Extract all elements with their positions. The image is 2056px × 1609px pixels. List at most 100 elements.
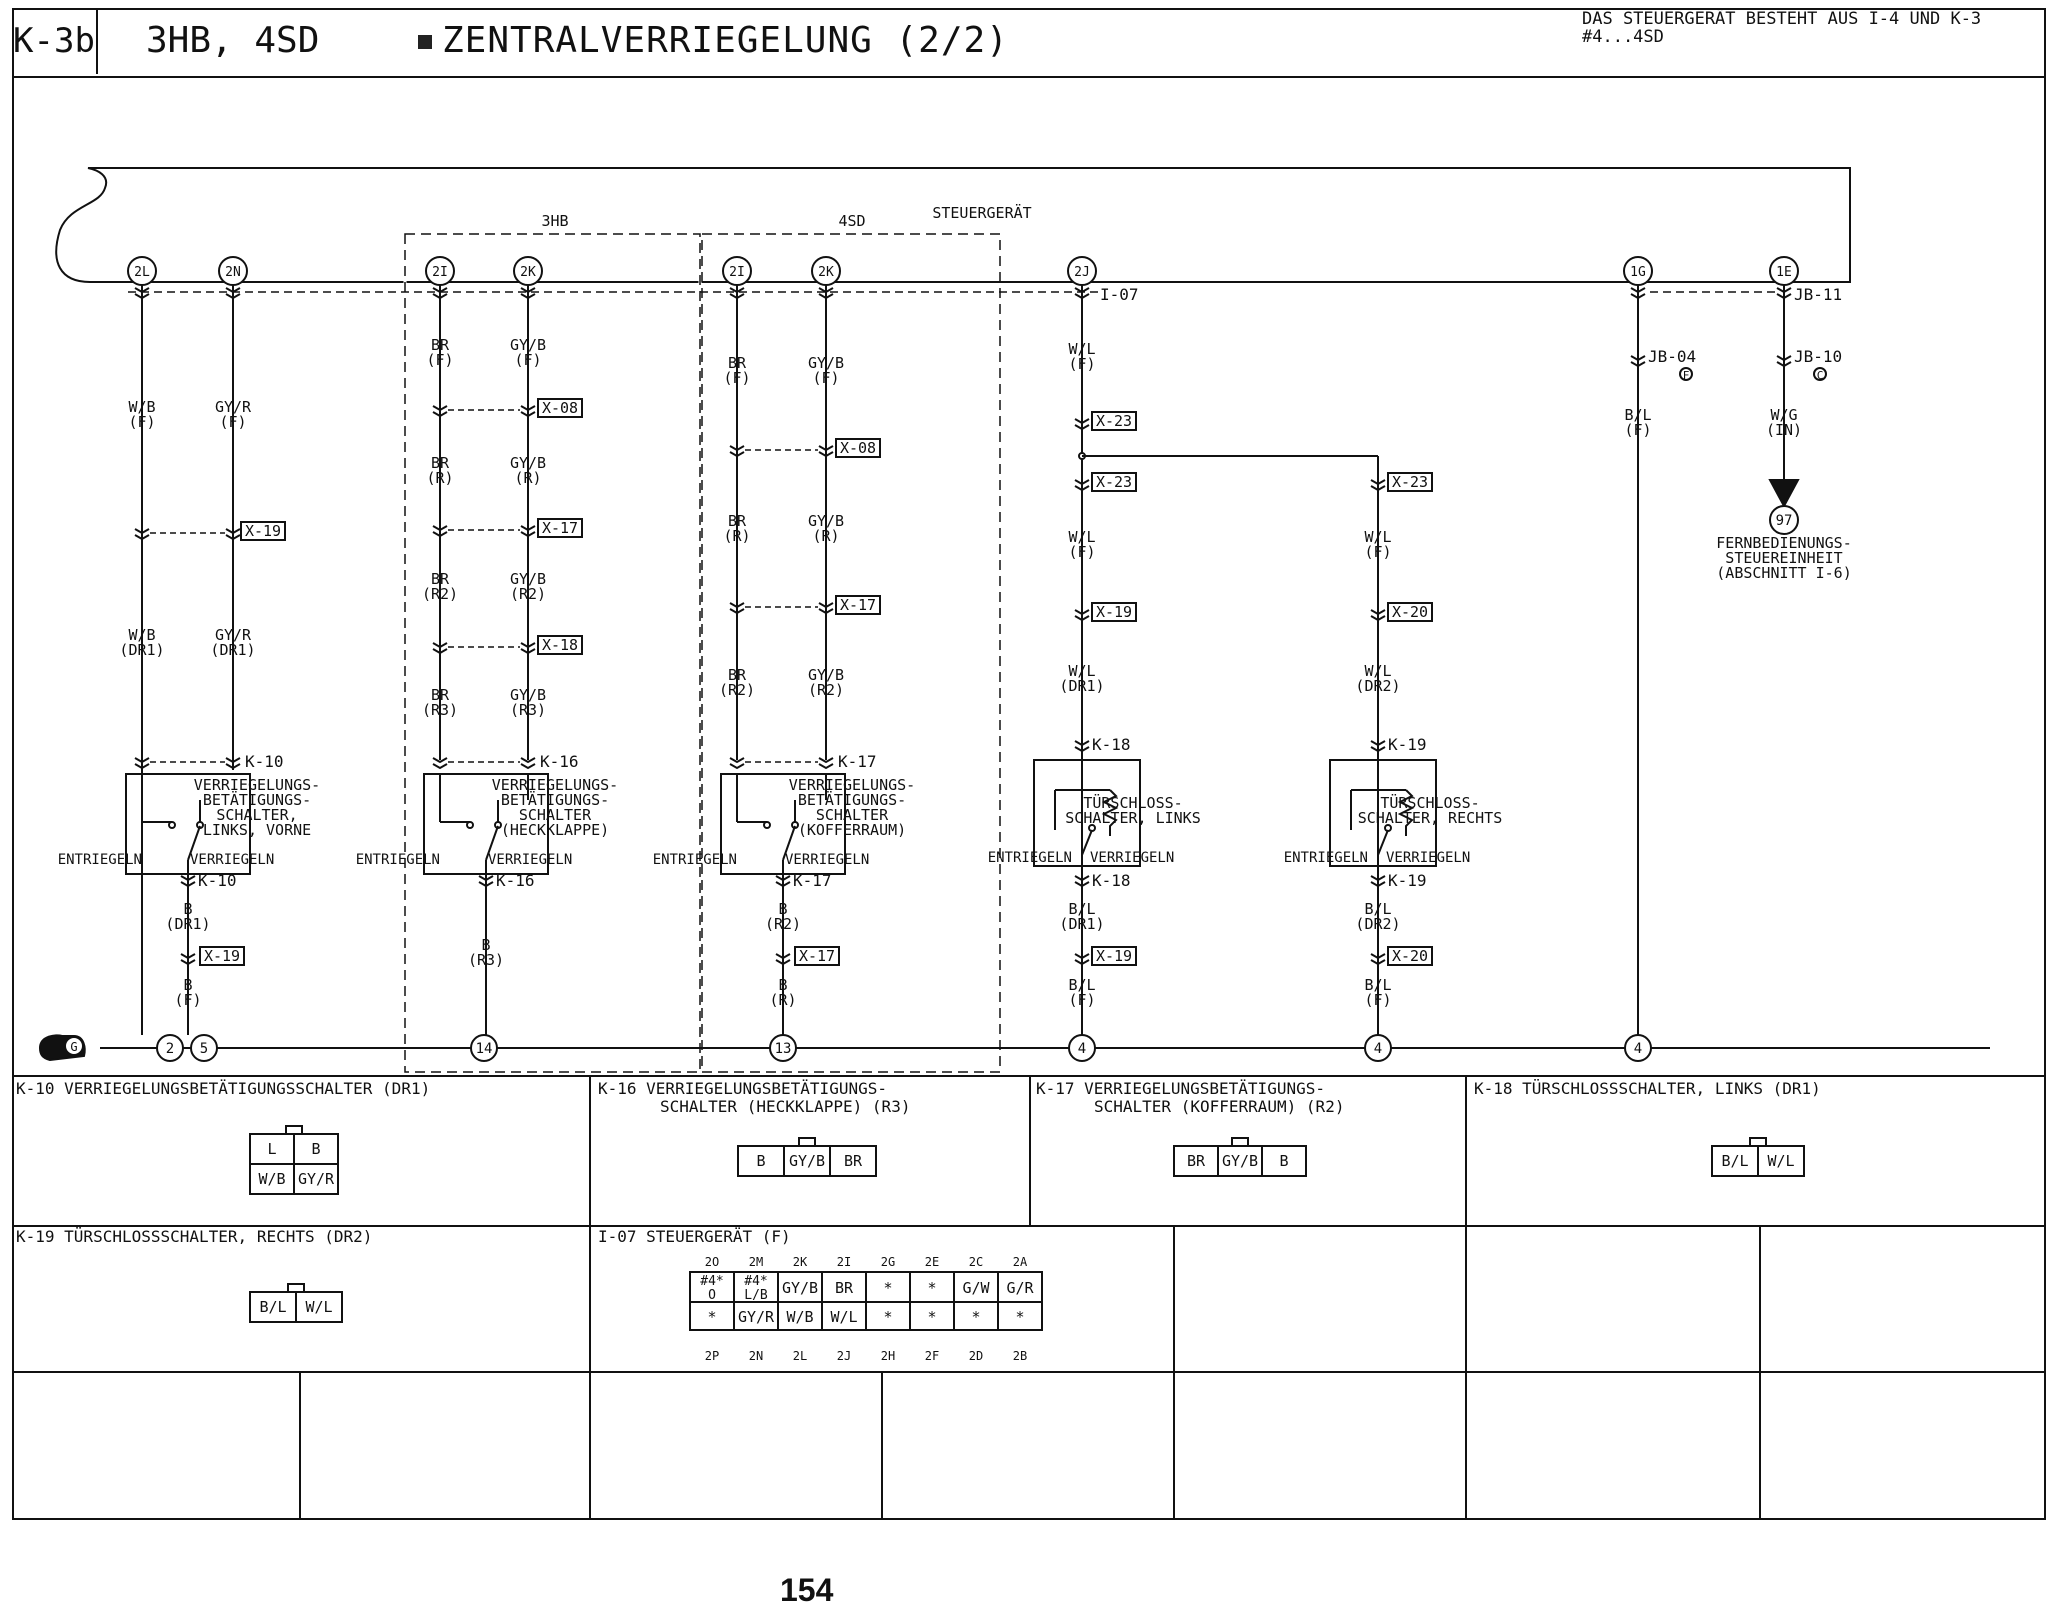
connector-tag (1091, 472, 1137, 492)
contact (763, 821, 771, 829)
wire-label: GY/R (215, 398, 252, 416)
wire-label: (F) (426, 351, 453, 369)
wire-label: B/L (1068, 976, 1095, 994)
i07-table-title: I-07 STEUERGERÄT (F) (598, 1227, 791, 1246)
k16-connector-latch (798, 1137, 816, 1147)
jb10-label: JB-10 (1794, 347, 1842, 366)
wire-label: BETÄTIGUNGS- (798, 790, 906, 809)
wire-label: GY/R (215, 626, 252, 644)
ground-node-4 (1068, 1034, 1096, 1062)
lock-label: VERRIEGELN (190, 852, 274, 868)
wire-label: BETÄTIGUNGS- (203, 790, 311, 809)
wire-label: (DR1) (1059, 915, 1104, 933)
wire-label: (DR1) (1059, 677, 1104, 695)
wire-label: B (183, 976, 192, 994)
wire-label: BETÄTIGUNGS- (501, 790, 609, 809)
unlock-label: ENTRIEGELN (988, 850, 1072, 866)
connector-mark (1074, 875, 1090, 888)
connector-mark (134, 287, 150, 300)
k16-table-title2: SCHALTER (HECKKLAPPE) (R3) (660, 1097, 910, 1116)
i07-pin-label: * (707, 1308, 716, 1326)
k16-bottom: K-16 (496, 871, 535, 890)
group-4sd-label: 4SD (838, 212, 865, 230)
connector-mark (1370, 740, 1386, 753)
wire-label: (R) (426, 469, 453, 487)
wire-label: GY/B (808, 666, 844, 684)
i07-pin-number: 2H (881, 1349, 895, 1363)
wire-label: (DR1) (165, 915, 210, 933)
wire-label: (F) (812, 369, 839, 387)
wire-label: (R2) (765, 915, 801, 933)
k18-switch-box (1033, 759, 1141, 867)
connector-mark (1074, 479, 1090, 492)
ground-node-label: 13 (775, 1041, 792, 1057)
wire-label: BR (431, 686, 450, 704)
connector-mark (729, 445, 745, 458)
wire-label: TÜRSCHLOSS- (1083, 793, 1182, 812)
k19-table-title: K-19 TÜRSCHLOSSSCHALTER, RECHTS (DR2) (16, 1227, 372, 1246)
wire-label: (F) (1364, 543, 1391, 561)
pin-label: GY/R (298, 1170, 335, 1188)
diagram-title: ZENTRALVERRIEGELUNG (2/2) (418, 20, 1009, 61)
connector-tag-label: X-17 (542, 519, 578, 537)
connector-tag-label: X-19 (204, 947, 240, 965)
connector-mark (1074, 953, 1090, 966)
i07-pin-label: W/L (830, 1308, 857, 1326)
pin-label: W/L (305, 1298, 332, 1316)
pin-label: B (311, 1140, 320, 1158)
i07-pin-label: #4* (744, 1274, 767, 1289)
wire-label: LINKS, VORNE (203, 821, 311, 839)
connector-mark (432, 642, 448, 655)
wire-label: SCHALTER (816, 806, 889, 824)
connector-mark (432, 757, 448, 770)
i07-pin-number: 2J (837, 1349, 851, 1363)
page-number: 154 (780, 1572, 834, 1608)
wire-label: VERRIEGELUNGS- (492, 776, 618, 794)
wire-label: (F) (1364, 991, 1391, 1009)
header-bar (12, 6, 2046, 78)
wire-label: B (778, 976, 787, 994)
connector-mark (1630, 287, 1646, 300)
k16-top: K-16 (540, 752, 579, 771)
wire-label: (R2) (808, 681, 844, 699)
control-unit-outline (55, 167, 1851, 283)
wire-label: (F) (514, 351, 541, 369)
wire-label: B/L (1068, 900, 1095, 918)
i07-pin-number: 2A (1013, 1255, 1028, 1269)
wire-label: (R) (769, 991, 796, 1009)
i07-pin-label: O (708, 1288, 716, 1303)
wire-label: GY/B (510, 686, 546, 704)
terminal-label: 1G (1630, 265, 1646, 280)
i07-pin-label: GY/B (782, 1279, 818, 1297)
connector-tag-label: X-08 (542, 399, 578, 417)
connector-mark (520, 757, 536, 770)
wire-label: (DR2) (1355, 677, 1400, 695)
title-text: ZENTRALVERRIEGELUNG (2/2) (442, 20, 1009, 61)
connector-tag (1091, 946, 1137, 966)
connector-tag (1091, 411, 1137, 431)
connector-mark (1630, 355, 1646, 368)
i07-pin-number: 2L (793, 1349, 807, 1363)
sheet-border (12, 8, 2046, 1520)
bullet-icon (418, 35, 432, 49)
wire-label: (F) (219, 413, 246, 431)
wire-label: BR (431, 570, 450, 588)
connector-mark (520, 642, 536, 655)
connector-mark (729, 287, 745, 300)
group-4sd-frame (701, 233, 1001, 1073)
terminal-label: 2I (432, 265, 448, 280)
wire-label: BR (431, 336, 450, 354)
connector-tag-label: X-23 (1096, 412, 1132, 430)
pin-label: GY/B (789, 1152, 825, 1170)
wire-label: W/L (1068, 662, 1095, 680)
ground-node-label: 14 (476, 1041, 493, 1057)
wire-label: W/B (128, 398, 155, 416)
node-97-label: 97 (1776, 513, 1793, 529)
wire-label: GY/B (510, 570, 546, 588)
wire-label: (R) (723, 527, 750, 545)
i07-pin-number: 2M (749, 1255, 763, 1269)
unlock-label: ENTRIEGELN (1284, 850, 1368, 866)
connector-tag (1387, 946, 1433, 966)
ground-node-label: 4 (1078, 1041, 1086, 1057)
connector-mark (225, 757, 241, 770)
